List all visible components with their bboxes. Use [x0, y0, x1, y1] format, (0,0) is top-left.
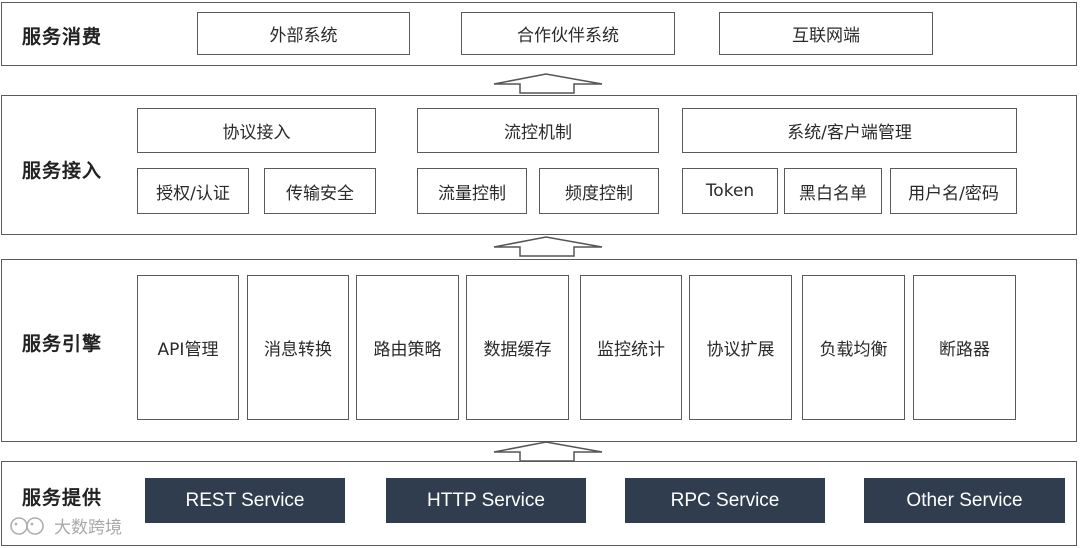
engine-item-api: API管理 — [137, 275, 239, 420]
access-item-auth: 授权/认证 — [137, 168, 249, 214]
layer-title-consume: 服务消费 — [22, 26, 103, 48]
up-arrow-icon — [493, 441, 603, 462]
engine-item-loadbalance: 负载均衡 — [802, 275, 905, 420]
consume-item-partner: 合作伙伴系统 — [461, 12, 675, 55]
up-arrow-icon — [493, 236, 603, 257]
layer-title-provide: 服务提供 — [22, 487, 103, 509]
watermark-text: 大数跨境 — [54, 518, 122, 538]
access-item-transport: 传输安全 — [264, 168, 376, 214]
engine-item-breaker: 断路器 — [913, 275, 1016, 420]
consume-item-internet: 互联网端 — [719, 12, 933, 55]
access-item-token: Token — [682, 168, 778, 214]
provide-item-rest: REST Service — [145, 478, 345, 523]
engine-item-routing: 路由策略 — [356, 275, 459, 420]
provide-item-rpc: RPC Service — [625, 478, 825, 523]
engine-item-cache: 数据缓存 — [466, 275, 569, 420]
provide-item-other: Other Service — [864, 478, 1065, 523]
engine-item-monitor: 监控统计 — [580, 275, 682, 420]
provide-item-http: HTTP Service — [386, 478, 586, 523]
watermark-logo-icon — [10, 516, 44, 535]
engine-item-protocol-ext: 协议扩展 — [689, 275, 792, 420]
access-group-flow: 流控机制 — [417, 108, 659, 153]
access-item-flow-control: 流量控制 — [417, 168, 527, 214]
engine-item-message: 消息转换 — [247, 275, 349, 420]
access-group-protocol: 协议接入 — [137, 108, 376, 153]
access-item-blackwhite: 黑白名单 — [784, 168, 882, 214]
layer-title-access: 服务接入 — [22, 160, 103, 182]
layer-title-engine: 服务引擎 — [22, 333, 103, 355]
up-arrow-icon — [493, 73, 603, 94]
access-item-frequency: 频度控制 — [539, 168, 659, 214]
access-item-userpass: 用户名/密码 — [890, 168, 1017, 214]
consume-item-external: 外部系统 — [197, 12, 410, 55]
access-group-client: 系统/客户端管理 — [682, 108, 1017, 153]
watermark: 大数跨境 — [8, 513, 122, 538]
